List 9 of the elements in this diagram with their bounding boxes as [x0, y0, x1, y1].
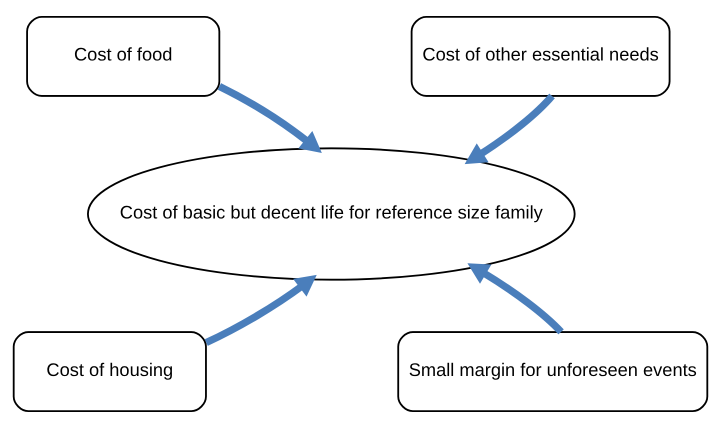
node-box: Cost of other essential needs: [410, 16, 670, 97]
node-box: Cost of food: [26, 16, 220, 97]
node-ellipse: Cost of basic but decent life for reference size family: [87, 147, 576, 281]
arrow: [464, 94, 555, 164]
arrow: [467, 263, 564, 334]
node-box: Small margin for unforeseen events: [397, 331, 708, 412]
arrow: [218, 83, 322, 154]
arrow: [204, 274, 317, 346]
node-box: Cost of housing: [12, 331, 207, 412]
